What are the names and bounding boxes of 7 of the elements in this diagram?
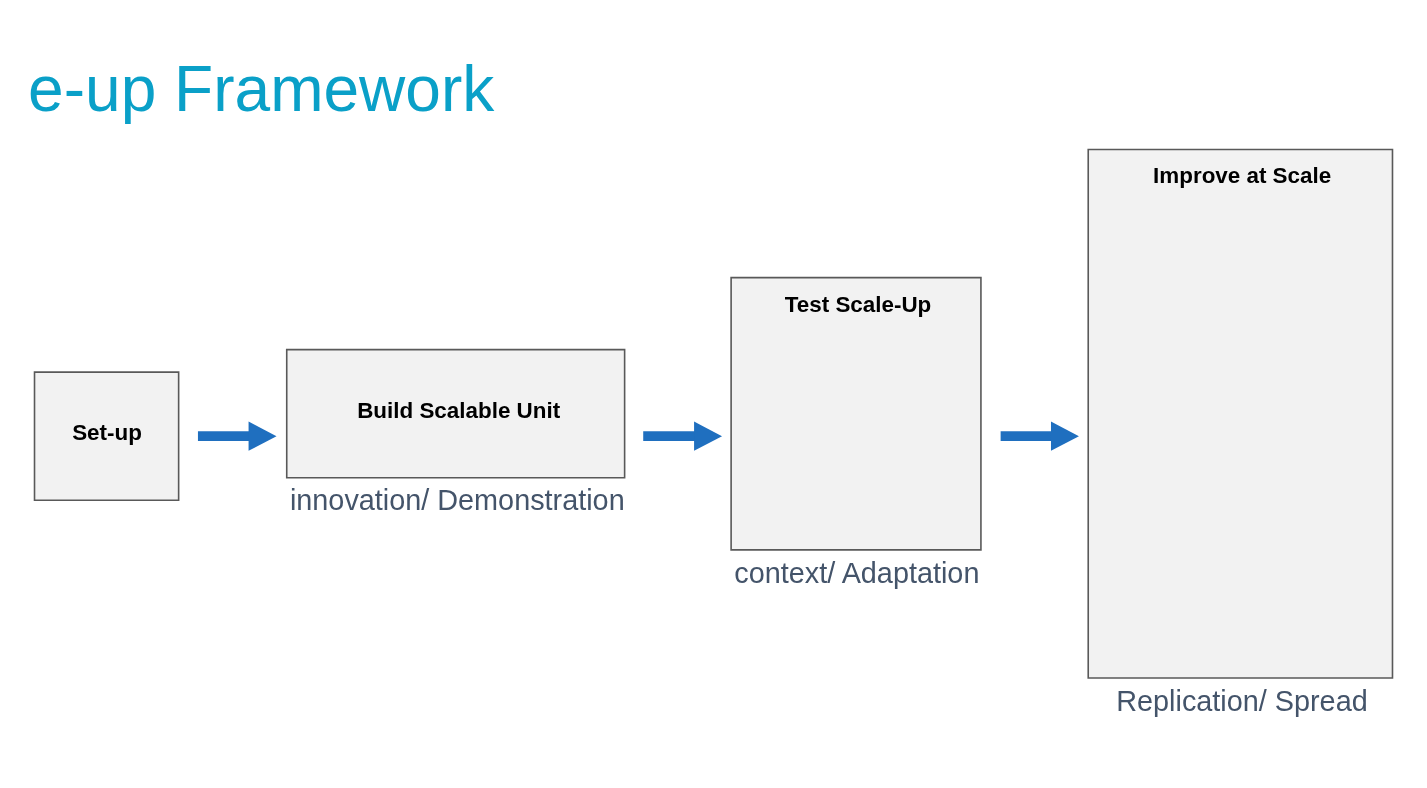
arrow xyxy=(1000,420,1079,451)
node-label: innovation/ Demonstration xyxy=(289,483,625,516)
node-label: Replication/ Spread xyxy=(1116,684,1368,717)
arrow xyxy=(643,420,723,451)
node-label: context/ Adaptation xyxy=(734,556,980,588)
diagram-title: e-up Framework xyxy=(28,52,495,125)
arrow xyxy=(197,420,277,451)
